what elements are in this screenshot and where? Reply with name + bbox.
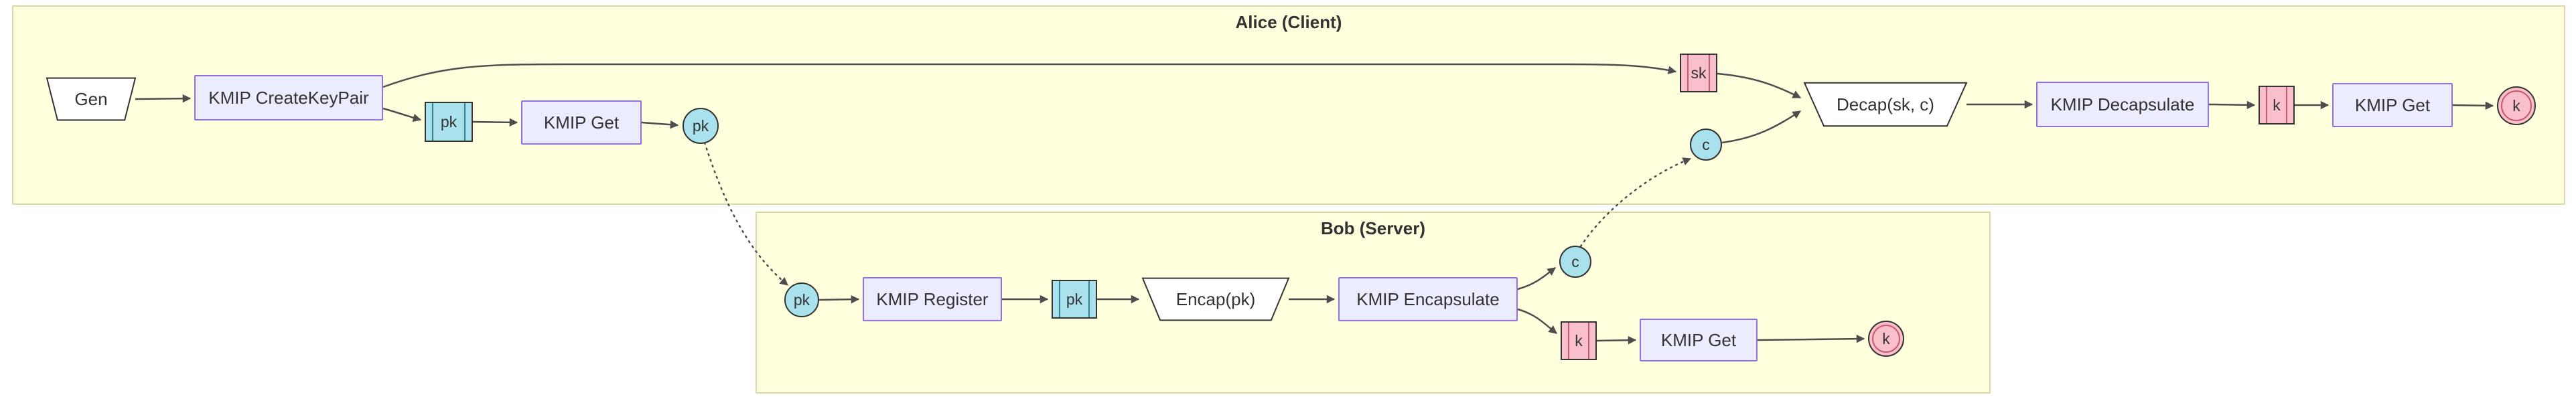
node-gen: Gen bbox=[47, 77, 135, 121]
k-final-bob-label: k bbox=[1882, 329, 1890, 347]
k-store-alice-label: k bbox=[2273, 96, 2281, 114]
node-decap: Decap(sk, c) bbox=[1804, 82, 1966, 127]
node-k-final-alice: k bbox=[2497, 86, 2536, 125]
k-final-alice-label: k bbox=[2512, 96, 2520, 114]
pk-input-bob-label: pk bbox=[793, 291, 810, 309]
encap-label: Encap(pk) bbox=[1175, 289, 1256, 309]
alice-client-title: Alice (Client) bbox=[1235, 12, 1342, 32]
node-k-final-bob: k bbox=[1868, 321, 1904, 357]
gen-label: Gen bbox=[74, 88, 108, 109]
pk-store-alice-label: pk bbox=[440, 112, 457, 131]
node-c-input-alice: c bbox=[1690, 129, 1722, 161]
node-encap: Encap(pk) bbox=[1143, 277, 1289, 321]
kmip-get-k-alice-label: KMIP Get bbox=[2354, 94, 2431, 115]
sk-store-alice-label: sk bbox=[1691, 64, 1707, 82]
trapezoid-shape bbox=[47, 77, 135, 121]
pk-store-bob-label: pk bbox=[1066, 290, 1083, 308]
node-k-store-alice: k bbox=[2259, 86, 2295, 125]
node-pk-input-bob: pk bbox=[784, 282, 819, 317]
node-pk-store-bob: pk bbox=[1052, 280, 1097, 319]
c-input-alice-label: c bbox=[1702, 135, 1710, 153]
node-kmip-get-k-alice: KMIP Get bbox=[2332, 83, 2453, 127]
node-sk-store-alice: sk bbox=[1680, 54, 1717, 92]
node-kmip-decapsulate: KMIP Decapsulate bbox=[2036, 82, 2209, 127]
k-store-bob-label: k bbox=[1575, 331, 1583, 349]
pk-output-alice-label: pk bbox=[692, 116, 709, 135]
bob-server-title: Bob (Server) bbox=[1320, 218, 1426, 238]
decap-label: Decap(sk, c) bbox=[1837, 94, 1934, 114]
node-kmip-encapsulate: KMIP Encapsulate bbox=[1338, 277, 1518, 321]
kmip-get-pk-alice-label: KMIP Get bbox=[543, 112, 620, 133]
kmip-createkeypair-label: KMIP CreateKeyPair bbox=[208, 87, 369, 108]
kmip-register-label: KMIP Register bbox=[876, 289, 989, 309]
trapezoid-shape bbox=[1804, 82, 1966, 127]
node-pk-output-alice: pk bbox=[683, 108, 719, 144]
node-kmip-createkeypair: KMIP CreateKeyPair bbox=[194, 75, 383, 120]
kmip-decapsulate-label: KMIP Decapsulate bbox=[2050, 94, 2195, 114]
kmip-get-bob-label: KMIP Get bbox=[1660, 329, 1737, 350]
node-c-output-bob: c bbox=[1559, 246, 1591, 278]
node-kmip-get-pk-alice: KMIP Get bbox=[521, 100, 642, 145]
kmip-encapsulate-label: KMIP Encapsulate bbox=[1356, 289, 1500, 309]
trapezoid-shape bbox=[1143, 277, 1289, 321]
node-pk-store-alice: pk bbox=[425, 102, 473, 142]
node-kmip-register: KMIP Register bbox=[863, 277, 1002, 321]
node-kmip-get-bob: KMIP Get bbox=[1640, 319, 1758, 361]
node-k-store-bob: k bbox=[1561, 321, 1597, 360]
c-output-bob-label: c bbox=[1571, 252, 1579, 270]
